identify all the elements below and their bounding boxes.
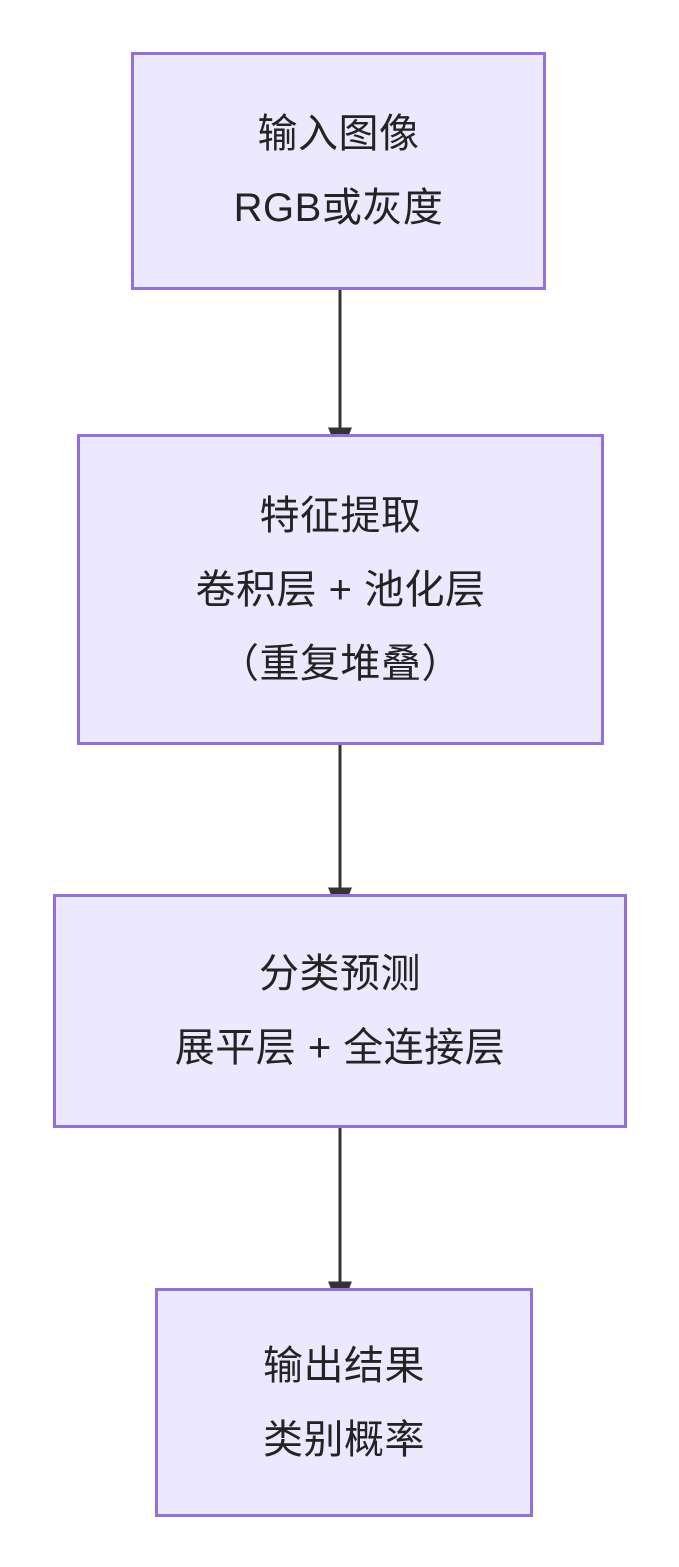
node-output-result-line-1: 输出结果 [263,1343,425,1388]
node-feature-extraction-line-3: （重复堆叠） [219,641,462,686]
node-output-result[interactable]: 输出结果 类别概率 [155,1288,533,1517]
node-input-image-line-2: RGB或灰度 [233,186,444,230]
node-input-image[interactable]: 输入图像 RGB或灰度 [131,52,546,290]
node-feature-extraction[interactable]: 特征提取 卷积层 + 池化层 （重复堆叠） [77,434,604,745]
node-classification-prediction[interactable]: 分类预测 展平层 + 全连接层 [53,894,627,1128]
node-feature-extraction-line-2: 卷积层 + 池化层 [195,567,486,612]
node-output-result-line-2: 类别概率 [263,1417,425,1462]
node-classification-prediction-line-1: 分类预测 [259,952,421,996]
node-classification-prediction-line-2: 展平层 + 全连接层 [174,1026,506,1070]
node-input-image-line-1: 输入图像 [257,112,420,156]
node-feature-extraction-line-1: 特征提取 [259,493,422,538]
